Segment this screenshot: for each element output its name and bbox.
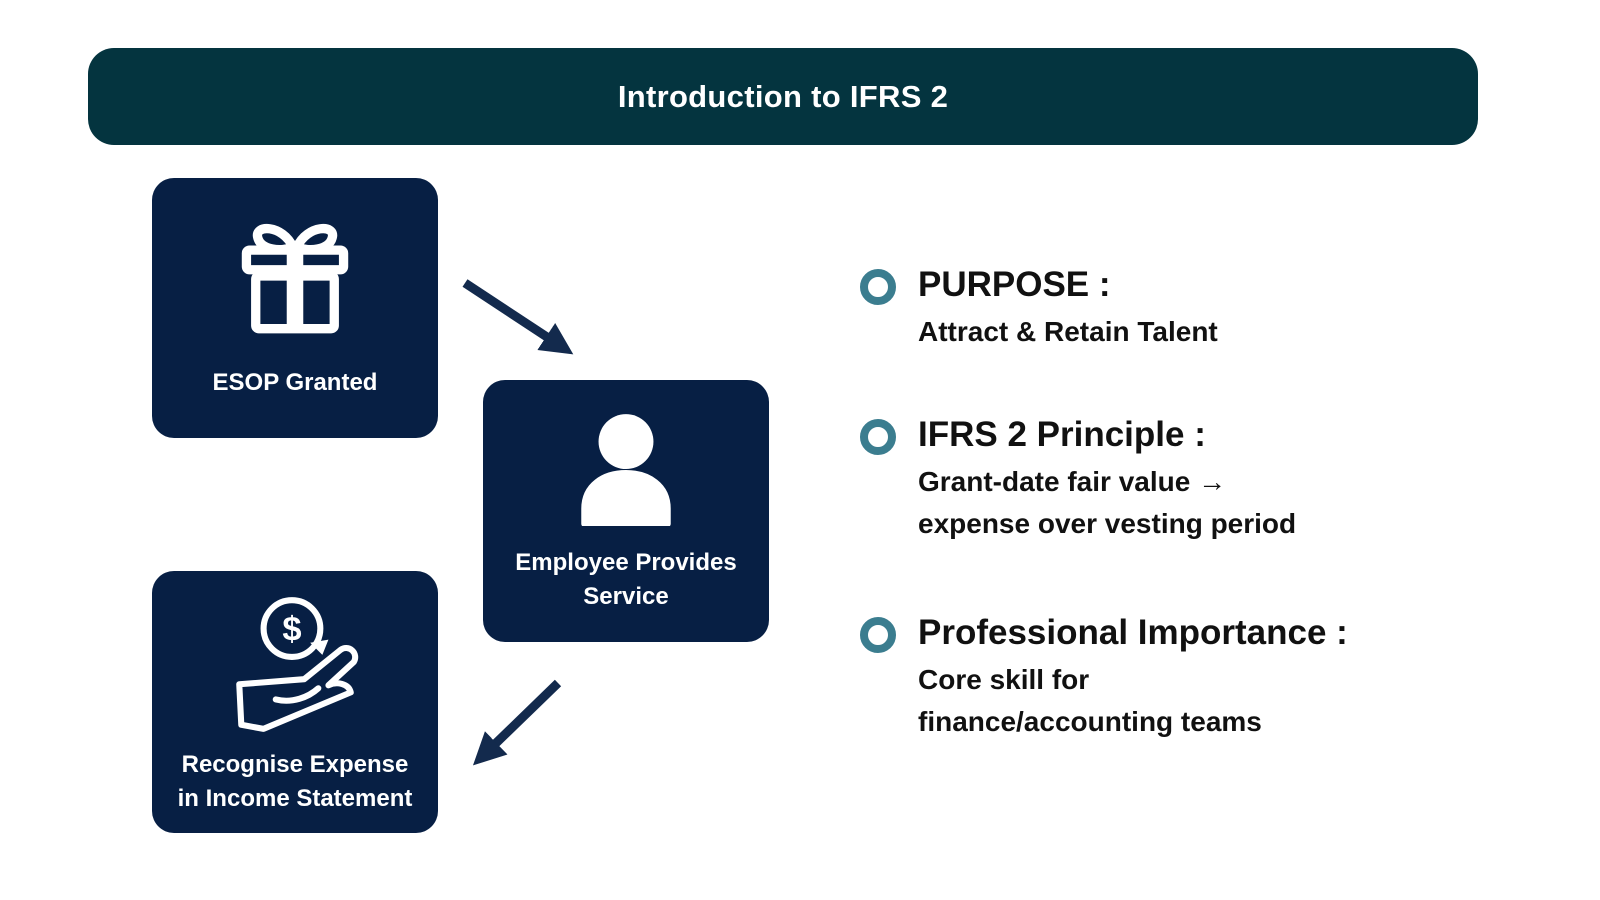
bullet-heading: Professional Importance : <box>918 613 1348 652</box>
flow-box-recognise-expense: $ Recognise Expense in Income Statement <box>152 571 438 833</box>
flow-box-employee-service: Employee Provides Service <box>483 380 769 642</box>
bullet-heading: PURPOSE : <box>918 265 1111 304</box>
bullet-lines: Grant-date fair value → expense over ves… <box>918 461 1296 545</box>
title-banner: Introduction to IFRS 2 <box>88 48 1478 145</box>
flow-box-label: ESOP Granted <box>213 366 378 400</box>
bullet-line: Core skill for <box>918 664 1090 695</box>
bullet-text: IFRS 2 Principle : Grant-date fair value… <box>918 414 1296 545</box>
circle-ring-icon <box>860 617 896 653</box>
flow-box-label: Recognise Expense in Income Statement <box>178 748 413 816</box>
page-title: Introduction to IFRS 2 <box>617 78 949 114</box>
bullet-line: Grant-date fair value → <box>918 466 1227 497</box>
bullet-lines: Core skill for finance/accounting teams <box>918 659 1348 743</box>
circle-ring-icon <box>860 419 896 455</box>
flow-box-label-line: in Income Statement <box>177 785 413 812</box>
bullet-lines: Attract & Retain Talent <box>918 311 1218 353</box>
flow-box-esop-granted: ESOP Granted <box>152 178 438 438</box>
arrow-down-left-icon <box>472 679 562 766</box>
circle-ring-icon <box>860 269 896 305</box>
bullet-heading: IFRS 2 Principle : <box>918 415 1206 454</box>
bullet-professional-importance: Professional Importance : Core skill for… <box>860 612 1348 743</box>
bullet-line: Attract & Retain Talent <box>918 316 1218 347</box>
bullet-purpose: PURPOSE : Attract & Retain Talent <box>860 264 1218 353</box>
bullet-line: finance/accounting teams <box>918 706 1262 737</box>
bullet-text: PURPOSE : Attract & Retain Talent <box>918 264 1218 353</box>
bullet-ifrs2-principle: IFRS 2 Principle : Grant-date fair value… <box>860 414 1296 545</box>
svg-text:$: $ <box>282 611 301 649</box>
flow-box-label-line: ESOP Granted <box>212 369 378 396</box>
hand-coin-icon: $ <box>236 597 359 732</box>
flow-box-label-line: Service <box>583 583 669 610</box>
bullet-line: expense over vesting period <box>918 508 1297 539</box>
flow-box-label: Employee Provides Service <box>515 546 736 614</box>
flow-box-label-line: Recognise Expense <box>181 751 409 778</box>
arrow-down-right-icon <box>462 279 574 355</box>
gift-icon <box>241 223 349 334</box>
bullet-text: Professional Importance : Core skill for… <box>918 612 1348 743</box>
person-icon <box>581 414 671 526</box>
flow-box-label-line: Employee Provides <box>515 549 737 576</box>
